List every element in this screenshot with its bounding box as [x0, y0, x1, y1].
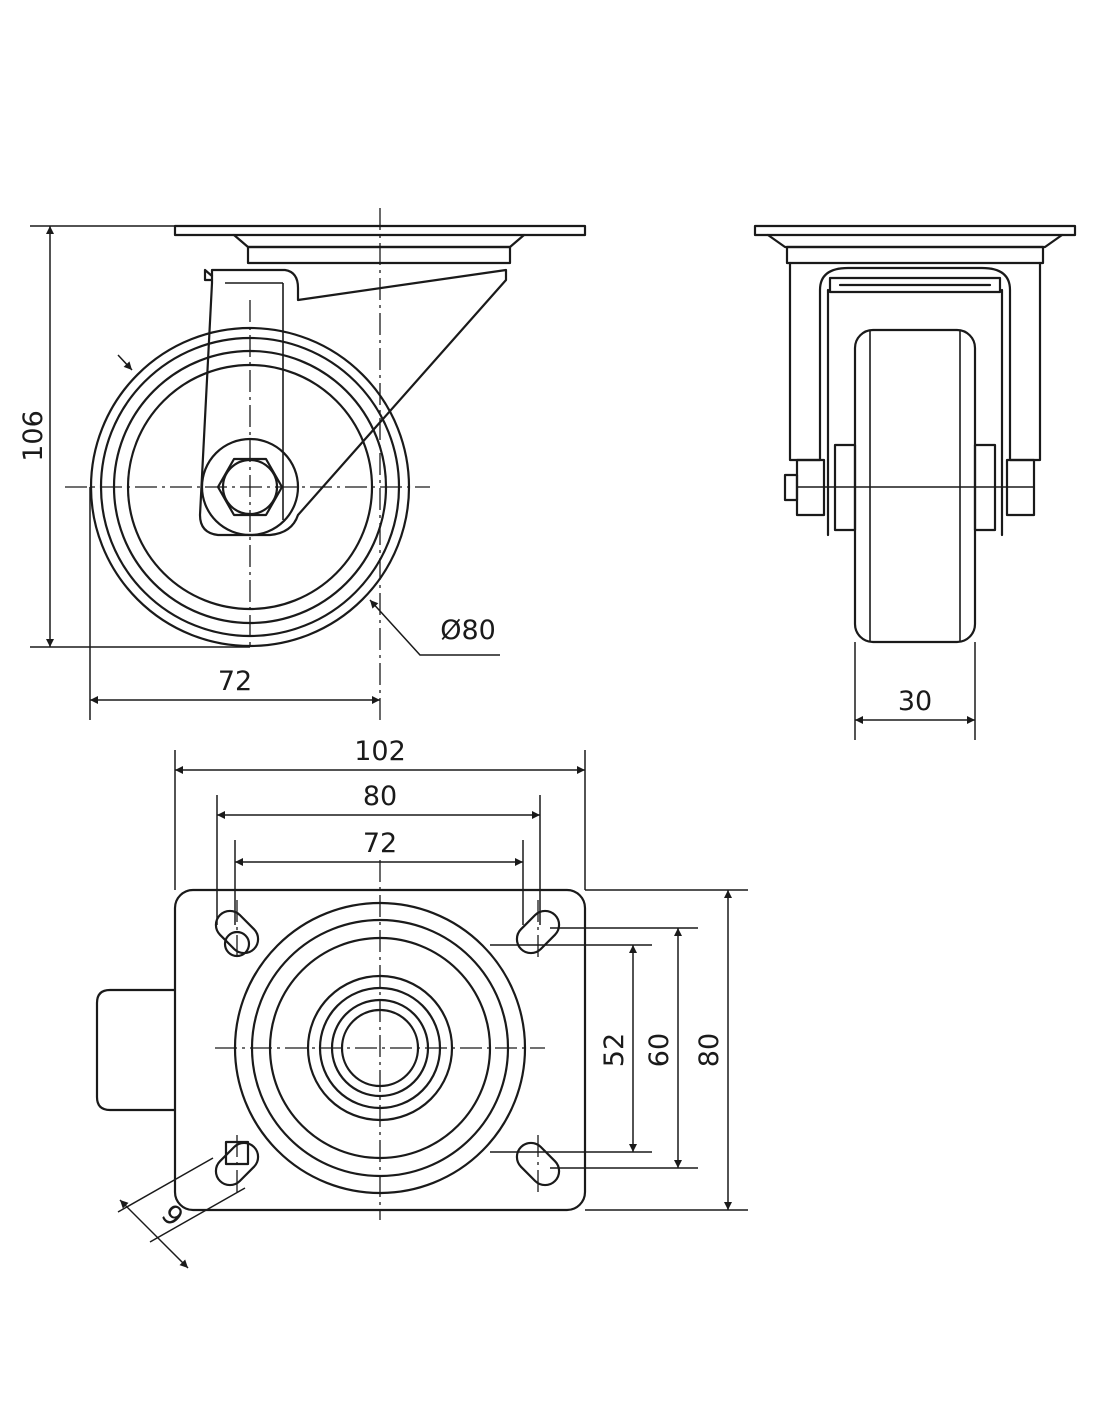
offset-label: 72: [218, 666, 252, 697]
plate-width-label: 80: [694, 1033, 725, 1067]
front-view: 30: [753, 224, 1077, 740]
wheel-diameter-label: Ø80: [440, 615, 496, 646]
plate-length-label: 102: [354, 736, 406, 767]
hole-spacing-short-inner-label: 52: [599, 1033, 630, 1067]
height-label: 106: [18, 410, 49, 462]
side-view: 106 72 Ø80: [18, 208, 587, 720]
hole-spacing-short-outer-label: 60: [644, 1033, 675, 1067]
hole-spacing-outer-label: 80: [363, 781, 397, 812]
wheel-width-label: 30: [898, 686, 932, 717]
hole-slot-label: 9: [155, 1199, 189, 1233]
hole-spacing-inner-label: 72: [363, 828, 397, 859]
top-view: 102 80 72 80 60 52 9: [95, 736, 748, 1269]
